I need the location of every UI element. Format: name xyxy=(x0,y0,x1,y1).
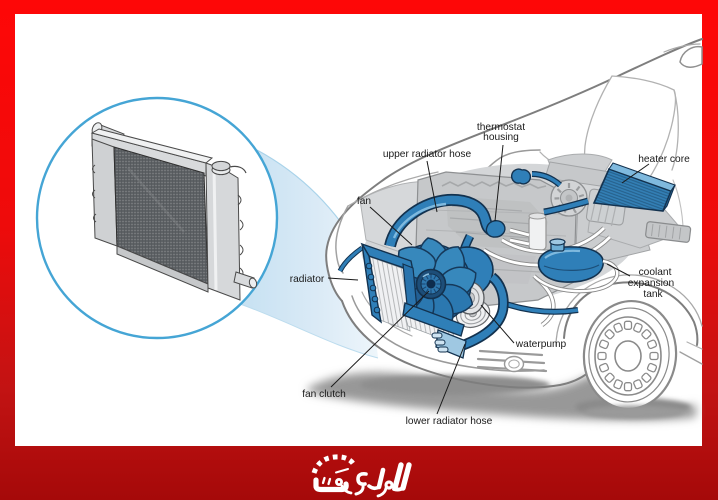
svg-text:fan clutch: fan clutch xyxy=(302,389,346,400)
svg-text:coolant: coolant xyxy=(639,267,672,278)
svg-text:fan: fan xyxy=(357,196,371,207)
svg-text:radiator: radiator xyxy=(290,274,325,285)
svg-text:expansion: expansion xyxy=(628,278,674,289)
svg-text:upper radiator hose: upper radiator hose xyxy=(383,149,472,160)
svg-text:heater core: heater core xyxy=(638,154,690,165)
svg-text:lower radiator hose: lower radiator hose xyxy=(406,416,493,427)
svg-text:housing: housing xyxy=(483,132,519,143)
svg-text:tank: tank xyxy=(643,289,663,300)
svg-text:waterpump: waterpump xyxy=(515,339,567,350)
svg-text:thermostat: thermostat xyxy=(477,122,525,133)
